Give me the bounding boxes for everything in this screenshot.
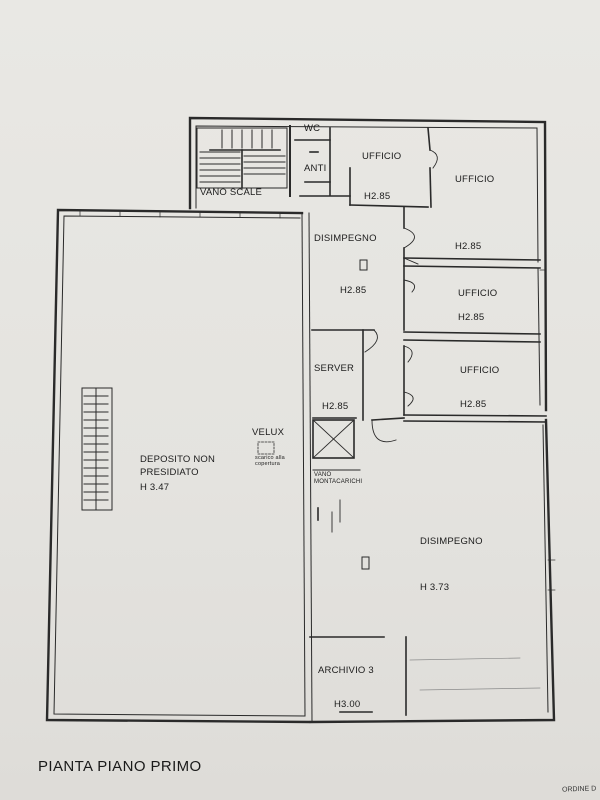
outer-walls [45, 116, 556, 724]
top-inner-walls [195, 125, 549, 713]
office-partitions [403, 257, 547, 423]
velux-label: VELUX [252, 427, 285, 438]
deposito-stair [81, 387, 113, 511]
room-vano-scale-label: VANO SCALE [200, 187, 263, 198]
room-ufficio-1-height: H2.85 [364, 191, 391, 202]
door-swings [331, 227, 419, 533]
room-ufficio-3-height: H2.85 [458, 312, 485, 323]
room-deposito-height: H 3.47 [140, 482, 170, 493]
lift-shaft [312, 419, 361, 471]
drawing-title: PIANTA PIANO PRIMO [38, 758, 202, 775]
room-ufficio-4-height: H2.85 [460, 399, 487, 410]
room-anti-label: ANTI [304, 163, 327, 174]
room-ufficio-3-label: UFFICIO [458, 288, 498, 299]
room-archivio-height: H3.00 [334, 699, 361, 710]
corner-text: ORDINE D [561, 785, 597, 794]
velux-note-1: scarico alla [255, 455, 285, 461]
room-disimpegno-1-height: H2.85 [340, 285, 367, 296]
room-disimpegno-2-height: H 3.73 [420, 582, 450, 593]
wc-walls [294, 127, 351, 206]
stairwell [196, 127, 288, 189]
velux-window [257, 441, 275, 455]
room-wc-label: WC [304, 123, 321, 134]
velux-note-2: copertura [255, 461, 281, 467]
room-server-label: SERVER [314, 363, 355, 374]
room-deposito-label-1: DEPOSITO NON [140, 454, 216, 465]
montacarichi-label-2: MONTACARICHI [314, 479, 363, 485]
room-server-height: H2.85 [322, 401, 349, 412]
pillars [359, 259, 370, 570]
room-disimpegno-2-label: DISIMPEGNO [420, 536, 483, 547]
lower-walls [309, 507, 407, 716]
dimension-lines [409, 657, 541, 691]
room-ufficio-4-label: UFFICIO [460, 365, 500, 376]
room-ufficio-2-height: H2.85 [455, 241, 482, 252]
montacarichi-label-1: VANO [314, 472, 332, 478]
room-deposito-label-2: PRESIDIATO [140, 467, 199, 478]
wall-ticks [79, 210, 556, 591]
ufficio-1-walls [349, 127, 438, 208]
room-archivio-label: ARCHIVIO 3 [318, 665, 374, 676]
corridor-walls [311, 206, 405, 421]
room-ufficio-2-label: UFFICIO [455, 174, 495, 185]
room-ufficio-1-label: UFFICIO [362, 151, 402, 162]
room-disimpegno-1-label: DISIMPEGNO [314, 233, 377, 244]
